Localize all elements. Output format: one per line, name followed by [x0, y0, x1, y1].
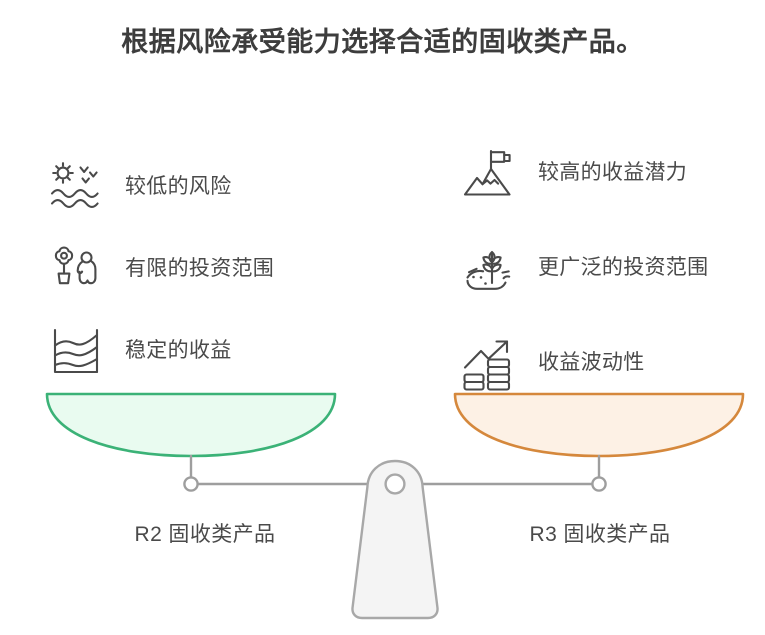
left-pan-caption: R2 固收类产品	[134, 523, 276, 546]
balance-scale	[0, 378, 765, 635]
feature-item: 较低的风险	[45, 146, 345, 228]
feature-item: 更广泛的投资范围	[458, 221, 758, 316]
feature-label: 有限的投资范围	[125, 256, 275, 280]
feature-label: 较高的收益潜力	[538, 161, 688, 185]
mountain-flag-icon	[458, 143, 520, 205]
feature-label: 稳定的收益	[125, 338, 232, 362]
feature-item: 收益波动性	[458, 316, 758, 411]
stacked-area-chart-icon	[45, 320, 107, 382]
feature-label: 更广泛的投资范围	[538, 256, 709, 280]
page-title: 根据风险承受能力选择合适的固收类产品。	[121, 27, 644, 57]
sprouting-wheat-soil-icon	[458, 238, 520, 300]
fulcrum-pivot	[384, 473, 406, 495]
right-pan	[453, 392, 745, 458]
feature-label: 较低的风险	[125, 174, 232, 198]
left-feature-column: 较低的风险 有限的投资范围	[45, 146, 345, 392]
right-feature-column: 较高的收益潜力	[458, 126, 758, 411]
calm-sea-sun-birds-icon	[45, 156, 107, 218]
left-hanger-joint	[183, 476, 199, 492]
feature-item: 有限的投资范围	[45, 228, 345, 310]
fulcrum	[351, 459, 439, 620]
right-hanger-joint	[591, 476, 607, 492]
rising-arrow-coins-icon	[458, 333, 520, 395]
left-pan	[45, 392, 337, 458]
feature-item: 较高的收益潜力	[458, 126, 758, 221]
right-pan-caption: R3 固收类产品	[529, 523, 671, 546]
potted-flower-person-icon	[45, 238, 107, 300]
feature-label: 收益波动性	[538, 351, 645, 375]
feature-item: 稳定的收益	[45, 310, 345, 392]
